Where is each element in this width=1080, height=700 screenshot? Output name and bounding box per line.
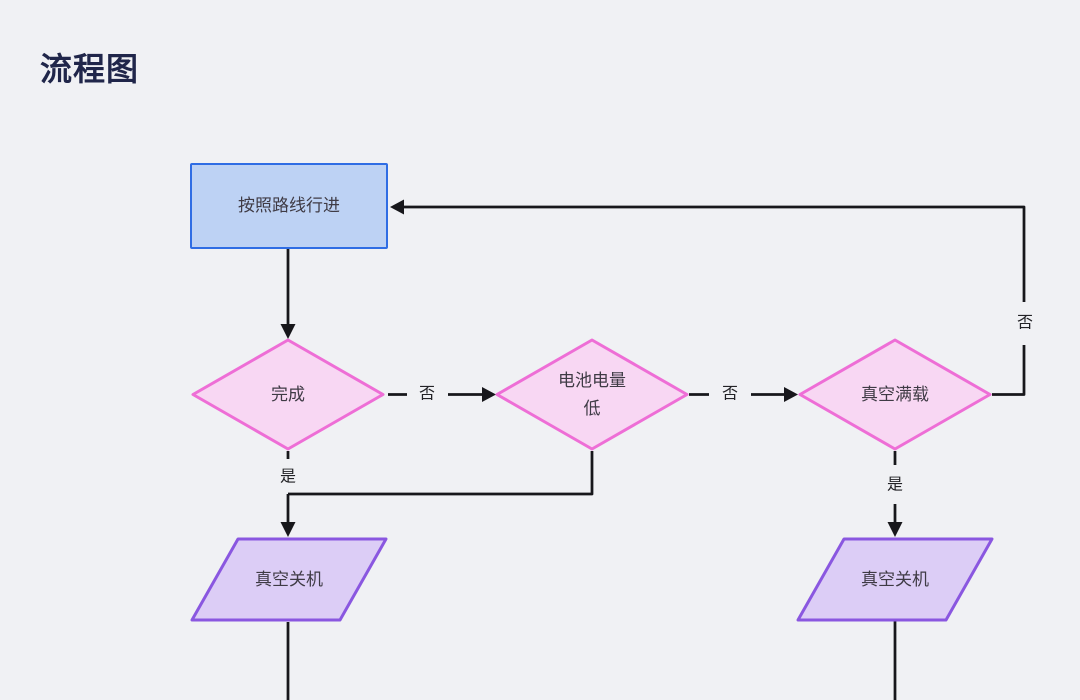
edge-label-no-vacuum-full: 否 [1012, 312, 1038, 334]
node-vacuum-shutdown-left[interactable]: 真空关机 [190, 537, 388, 622]
diamond-shape [495, 338, 689, 451]
arrowhead-down-to-shutdown-right [887, 522, 903, 537]
node-vacuum-shutdown-left-label: 真空关机 [255, 569, 323, 589]
node-vacuum-full-label: 真空满载 [861, 384, 929, 404]
node-complete[interactable]: 完成 [191, 338, 385, 451]
diagram-title: 流程图 [40, 51, 140, 87]
node-vacuum-shutdown-right-label: 真空关机 [861, 569, 929, 589]
diamond-shape [191, 338, 385, 451]
parallelogram-shape [796, 537, 994, 622]
arrowhead-right-to-vacuum-full [784, 387, 798, 402]
node-vacuum-full[interactable]: 真空满载 [798, 338, 992, 451]
diamond-shape [798, 338, 992, 451]
node-follow-route[interactable]: 按照路线行进 [190, 163, 388, 249]
edge-label-no-battery: 否 [717, 383, 743, 405]
edge-label-no-complete: 否 [414, 383, 440, 405]
node-battery-low[interactable]: 电池电量低 [495, 338, 689, 451]
arrowhead-left-to-follow-route [390, 199, 404, 215]
arrowhead-down-to-shutdown-left [280, 522, 296, 537]
node-vacuum-shutdown-right[interactable]: 真空关机 [796, 537, 994, 622]
edge-label-yes-complete: 是 [275, 466, 301, 488]
edge-label-yes-vacuum-full: 是 [882, 474, 908, 496]
node-follow-route-label: 按照路线行进 [238, 196, 340, 216]
parallelogram-shape [190, 537, 388, 622]
node-complete-label: 完成 [271, 384, 305, 404]
arrowhead-right-to-battery-low [482, 387, 496, 402]
arrowhead-down-to-complete [280, 324, 296, 339]
node-battery-low-label: 电池电量低 [558, 371, 626, 418]
